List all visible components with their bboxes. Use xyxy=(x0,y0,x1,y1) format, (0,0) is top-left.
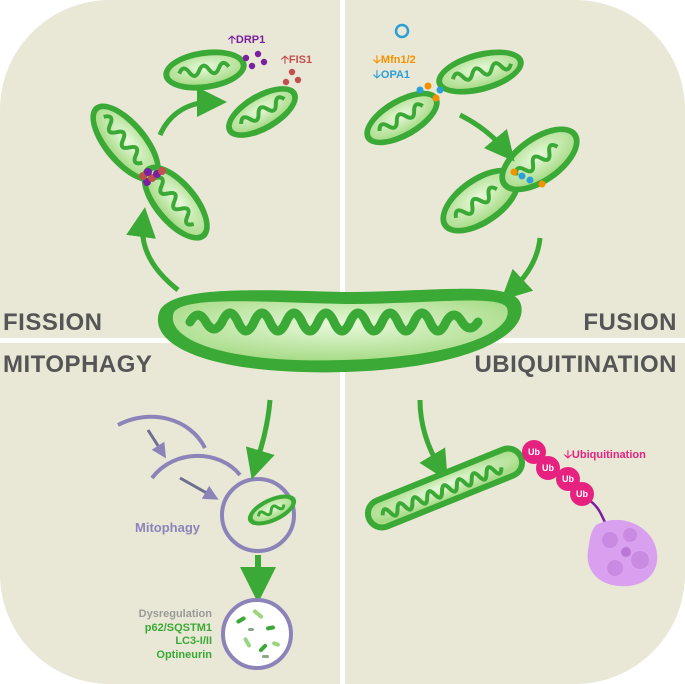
mitophagy-label: MITOPHAGY xyxy=(3,351,152,379)
opa1-label: 🡣OPA1 xyxy=(373,66,410,85)
drp1-label: 🡡DRP1 xyxy=(228,31,265,50)
proteasome xyxy=(588,520,658,586)
lc3-label: LC3-I/II xyxy=(108,635,212,649)
ubiquitination-label: UBIQUITINATION xyxy=(474,351,677,379)
autolysosome xyxy=(223,600,291,668)
ubiquitin-tag: Ub xyxy=(570,482,594,506)
ubiquitination-marker: 🡣Ubiquitination xyxy=(564,446,646,465)
mitophagy-caption: Mitophagy xyxy=(135,520,200,535)
down-arrow-icon: 🡣 xyxy=(564,449,572,461)
fusion-label: FUSION xyxy=(583,309,677,337)
up-arrow-icon: 🡡 xyxy=(228,34,236,46)
fis1-label: 🡡FIS1 xyxy=(281,51,312,70)
central-mitochondrion xyxy=(158,289,522,373)
fission-cycle xyxy=(78,44,306,290)
ubiquitination-process xyxy=(360,400,657,586)
down-arrow-icon: 🡣 xyxy=(373,69,381,81)
fission-label: FISSION xyxy=(3,309,103,337)
opa1-legend-icon xyxy=(396,25,408,37)
p62-label: p62/SQSTM1 xyxy=(108,622,212,636)
optineurin-label: Optineurin xyxy=(108,649,212,663)
up-arrow-icon: 🡡 xyxy=(281,54,289,66)
dysregulation-heading: Dysregulation xyxy=(108,608,212,622)
dysregulation-list: Dysregulation p62/SQSTM1 LC3-I/II Optine… xyxy=(108,608,212,662)
down-arrow-icon: 🡣 xyxy=(373,54,381,66)
